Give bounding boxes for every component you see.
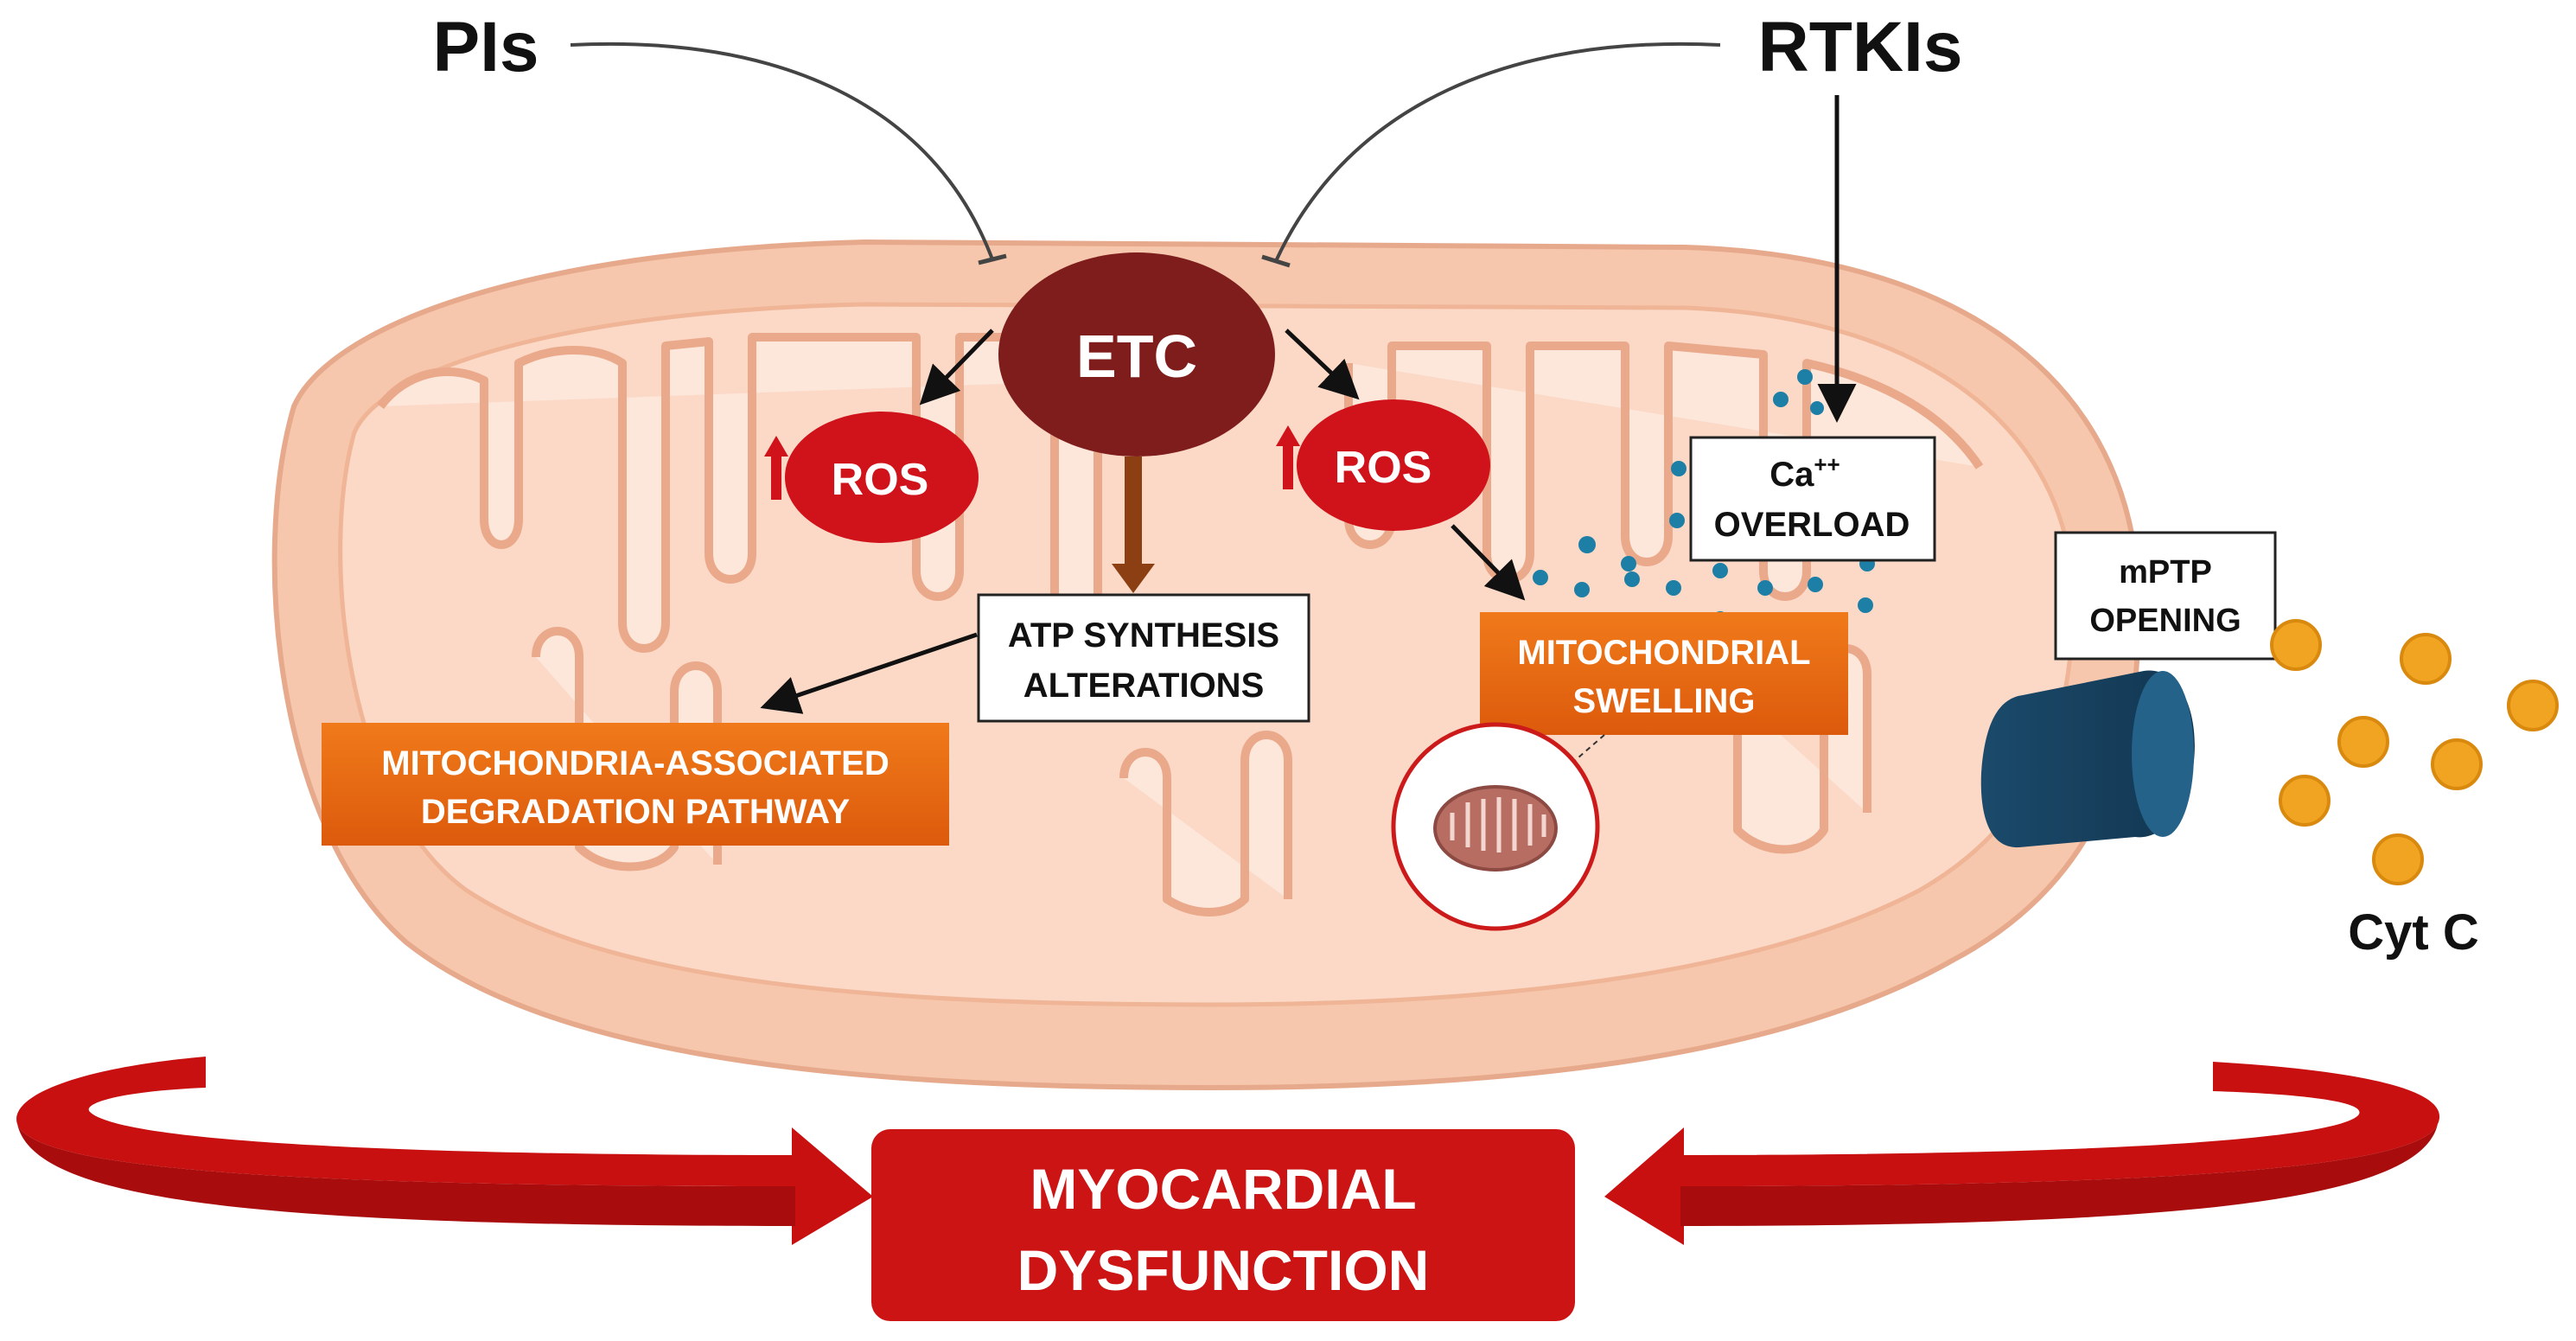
calcium-ion: Ca [1769,456,1814,494]
ros-right: ROS [1276,399,1490,531]
ros-left-increase-shaft [771,453,781,500]
myocardial-dysfunction-box [871,1129,1575,1321]
outcome-line2: DYSFUNCTION [1017,1238,1430,1302]
cytc-label: Cyt C [2348,904,2478,961]
swelling-line2: SWELLING [1572,682,1755,720]
ros-right-label: ROS [1335,443,1432,493]
ros-right-increase-shaft [1283,443,1293,489]
calcium-line2: OVERLOAD [1714,506,1910,544]
etc-node [998,252,1275,457]
atp-to-degradation-arrow [760,632,978,714]
ros-right-increase-icon [1276,425,1300,446]
outcome-line1: MYOCARDIAL [1030,1157,1416,1221]
calcium-label: Ca++ [1769,451,1840,494]
ros-left-increase-icon [764,436,788,457]
rtkis-inhibition-curve [1274,42,1721,262]
ros-right-node [1297,399,1490,531]
swelling-line1: MITOCHONDRIAL [1517,634,1810,672]
inset-mitochondrion-icon [1433,785,1558,872]
inset-cristae [1450,797,1546,852]
ros-left: ROS [764,412,979,543]
degradation-pathway-box [322,723,949,846]
pis-inhibition-curve [570,42,994,260]
etc-to-ros-right-arrow [1285,329,1360,400]
rtkis-label: RTKIs [1758,8,1963,86]
swollen-mitochondrion-inset [1391,722,1600,931]
cytochrome-c-molecules [2270,619,2559,885]
calcium-overload-box [1689,436,1936,562]
etc-to-ros-left-arrow [919,329,994,405]
etc-to-atp-arrow-shaft [1125,457,1142,569]
right-curved-arrow [1604,1062,2440,1245]
degradation-line2: DEGRADATION PATHWAY [421,793,851,831]
swelling-box [1480,612,1848,735]
degradation-line1: MITOCHONDRIA-ASSOCIATED [381,744,889,782]
rtkis-inhibition-bar [1261,254,1291,268]
atp-line2: ALTERATIONS [1023,667,1265,705]
ros-to-swelling-arrow [1451,524,1526,601]
pis-inhibition-bar [978,253,1007,265]
mptp-line1: mPTP [2119,554,2212,591]
calcium-charge: ++ [1814,451,1840,477]
etc-label: ETC [1076,322,1197,390]
etc-to-atp-arrow-head [1112,564,1155,593]
mptp-opening-box [2054,531,2277,661]
pis-label: PIs [432,8,539,86]
ros-left-node [785,412,979,543]
mptp-line2: OPENING [2089,603,2241,639]
mptp-channel-icon [1980,670,2195,848]
ros-left-label: ROS [832,455,929,505]
atp-synthesis-box [977,593,1310,723]
atp-line1: ATP SYNTHESIS [1008,616,1279,655]
left-curved-arrow [16,1057,873,1245]
